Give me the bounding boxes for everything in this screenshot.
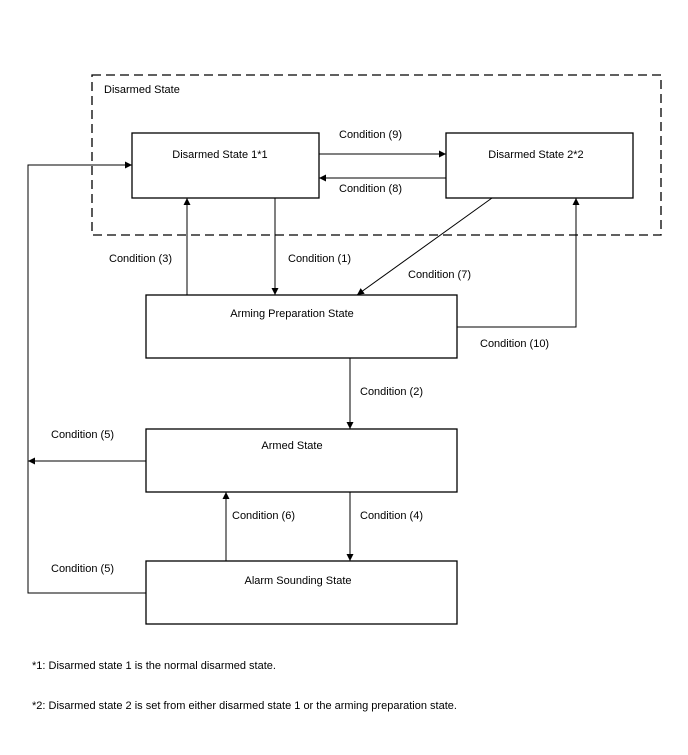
disarmed-state-1-box — [131, 132, 320, 199]
footnote-2: *2: Disarmed state 2 is set from either … — [32, 700, 457, 712]
disarmed-group-label: Disarmed State — [104, 84, 180, 96]
disarmed-state-2-label: Disarmed State 2*2 — [488, 149, 583, 161]
arming-preparation-label: Arming Preparation State — [230, 308, 354, 320]
condition-6-label: Condition (6) — [232, 510, 295, 522]
condition-9-label: Condition (9) — [339, 129, 402, 141]
state-transition-diagram: Disarmed State Disarmed State 1*1 Disarm… — [27, 74, 662, 625]
condition-8-label: Condition (8) — [339, 183, 402, 195]
disarmed-state-2-box — [445, 132, 634, 199]
arming-preparation-box — [145, 294, 458, 359]
condition-4-label: Condition (4) — [360, 510, 423, 522]
armed-state-label: Armed State — [261, 440, 322, 452]
condition-5-alarm-label: Condition (5) — [51, 563, 114, 575]
condition-5-armed-label: Condition (5) — [51, 429, 114, 441]
arrow-condition-7 — [356, 197, 493, 296]
footnote-1: *1: Disarmed state 1 is the normal disar… — [32, 660, 276, 672]
armed-state-box — [145, 428, 458, 493]
arrow-condition-10 — [457, 198, 580, 328]
disarmed-state-1-label: Disarmed State 1*1 — [172, 149, 267, 161]
arrow-condition-5-alarm — [27, 161, 146, 594]
condition-10-label: Condition (10) — [480, 338, 549, 350]
alarm-sounding-box — [145, 560, 458, 625]
condition-7-label: Condition (7) — [408, 269, 471, 281]
alarm-sounding-label: Alarm Sounding State — [244, 575, 351, 587]
disarmed-state-group — [91, 74, 662, 236]
condition-1-label: Condition (1) — [288, 253, 351, 265]
condition-3-label: Condition (3) — [109, 253, 172, 265]
condition-2-label: Condition (2) — [360, 386, 423, 398]
